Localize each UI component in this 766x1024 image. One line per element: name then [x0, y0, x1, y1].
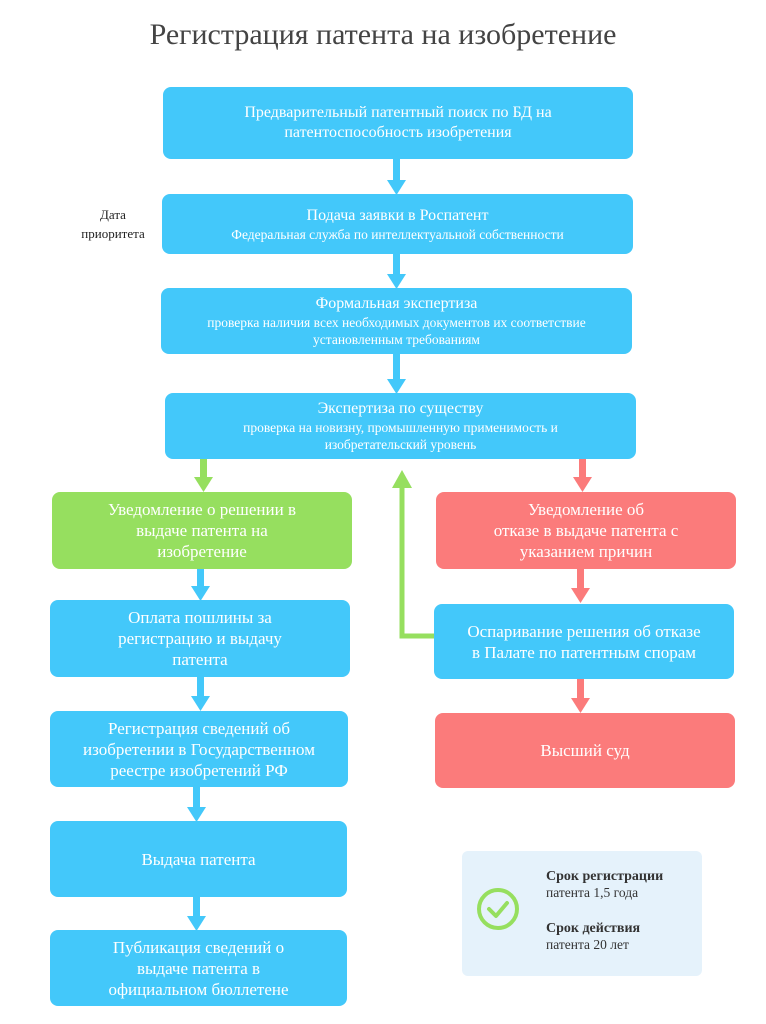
- arrow-appeal-to-substantive: [402, 484, 434, 636]
- step-subtitle: Федеральная служба по интеллектуальной с…: [231, 226, 563, 243]
- step-text: Оспаривание решения об отказе: [467, 621, 700, 642]
- step-patent-search: Предварительный патентный поиск по БД на…: [163, 87, 633, 159]
- step-text: Уведомление об: [528, 499, 644, 520]
- step-text: патента: [172, 649, 227, 670]
- step-registry-entry: Регистрация сведений об изобретении в Го…: [50, 711, 348, 787]
- step-fee-payment: Оплата пошлины за регистрацию и выдачу п…: [50, 600, 350, 677]
- priority-date-label: Дата приоритета: [68, 205, 158, 243]
- registration-term-label: Срок регистрации: [546, 869, 706, 885]
- step-text: отказе в выдаче патента с: [494, 520, 679, 541]
- step-title: Экспертиза по существу: [318, 399, 484, 419]
- step-text: выдаче патента в: [137, 958, 260, 979]
- step-refusal-notice: Уведомление об отказе в выдаче патента с…: [436, 492, 736, 569]
- step-formal-examination: Формальная экспертиза проверка наличия в…: [161, 288, 632, 354]
- step-text: изобретении в Государственном: [83, 739, 315, 760]
- step-text: Регистрация сведений об: [108, 718, 290, 739]
- step-subtitle: установленным требованиям: [313, 331, 480, 348]
- validity-term-label: Срок действия: [546, 921, 706, 937]
- step-application-filing: Подача заявки в Роспатент Федеральная сл…: [162, 194, 633, 254]
- step-supreme-court: Высший суд: [435, 713, 735, 788]
- step-text: указанием причин: [520, 541, 653, 562]
- step-subtitle: изобретательский уровень: [325, 436, 477, 453]
- step-subtitle: проверка наличия всех необходимых докуме…: [207, 314, 585, 331]
- registration-term-value: патента 1,5 года: [546, 885, 706, 901]
- step-patent-issue: Выдача патента: [50, 821, 347, 897]
- step-text: патентоспособность изобретения: [284, 123, 511, 143]
- side-label-line: Дата: [68, 205, 158, 224]
- step-text: регистрацию и выдачу: [118, 628, 282, 649]
- arrow-formal-to-substantive: [393, 353, 400, 382]
- step-text: Выдача патента: [141, 849, 255, 870]
- step-text: реестре изобретений РФ: [110, 760, 288, 781]
- arrow-substantive-to-grant: [200, 458, 207, 480]
- side-label-line: приоритета: [68, 224, 158, 243]
- step-subtitle: проверка на новизну, промышленную примен…: [243, 419, 558, 436]
- terms-info-panel: Срок регистрации патента 1,5 года Срок д…: [462, 851, 702, 976]
- step-text: изобретение: [157, 541, 247, 562]
- step-text: Высший суд: [540, 740, 629, 761]
- step-title: Формальная экспертиза: [316, 294, 478, 314]
- step-grant-notice: Уведомление о решении в выдаче патента н…: [52, 492, 352, 569]
- registration-term: Срок регистрации патента 1,5 года: [546, 869, 706, 901]
- step-text: Публикация сведений о: [113, 937, 284, 958]
- arrow-substantive-to-refusal: [579, 458, 586, 480]
- validity-term: Срок действия патента 20 лет: [546, 921, 706, 953]
- step-publication: Публикация сведений о выдаче патента в о…: [50, 930, 347, 1006]
- step-text: в Палате по патентным спорам: [472, 642, 696, 663]
- validity-term-value: патента 20 лет: [546, 937, 706, 953]
- step-text: официальном бюллетене: [108, 979, 288, 1000]
- step-text: Уведомление о решении в: [108, 499, 296, 520]
- step-text: Оплата пошлины за: [128, 607, 272, 628]
- step-appeal: Оспаривание решения об отказе в Палате п…: [434, 604, 734, 679]
- step-title: Подача заявки в Роспатент: [307, 206, 489, 226]
- step-text: Предварительный патентный поиск по БД на: [244, 103, 551, 123]
- step-substantive-examination: Экспертиза по существу проверка на новиз…: [165, 393, 636, 459]
- check-circle-icon: [476, 887, 520, 931]
- step-text: выдаче патента на: [136, 520, 268, 541]
